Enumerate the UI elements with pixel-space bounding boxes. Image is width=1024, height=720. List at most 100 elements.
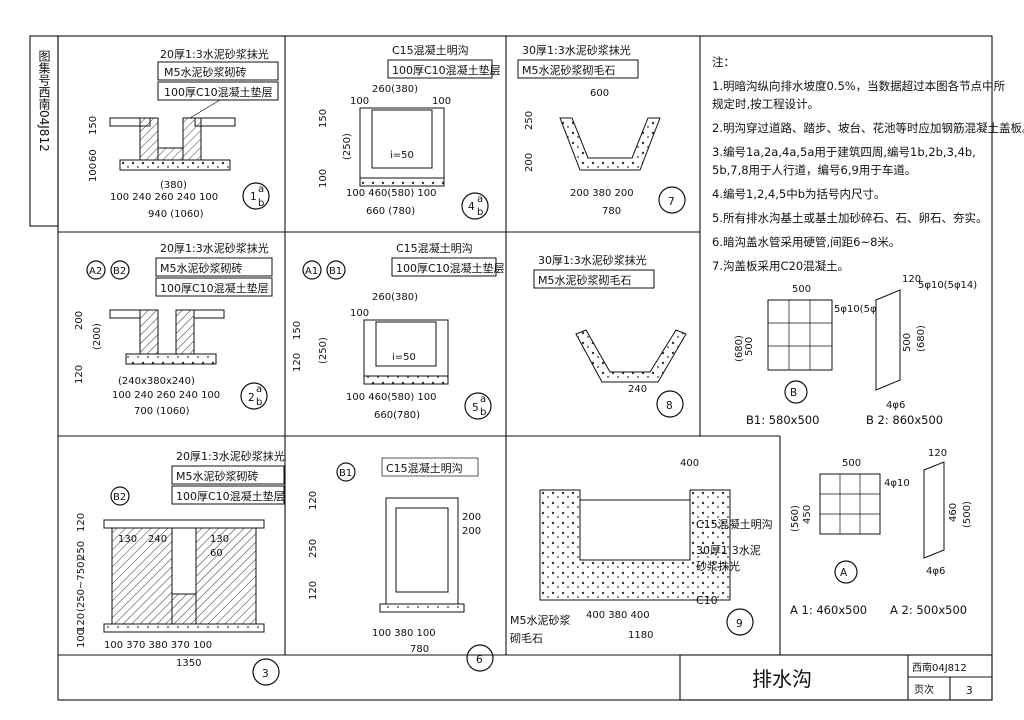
svg-text:a: a: [258, 184, 264, 195]
svg-text:a: a: [480, 394, 486, 405]
panel-6: C15混凝土明沟 B1 120 250 120 200 200 100 380 …: [308, 457, 494, 672]
svg-text:30厚1:3水泥砂浆抹光: 30厚1:3水泥砂浆抹光: [538, 253, 647, 267]
p1-dim-v3: 100: [88, 163, 99, 182]
svg-text:100: 100: [350, 96, 369, 107]
svg-text:660 (780): 660 (780): [366, 206, 415, 217]
svg-text:(560): (560): [790, 505, 801, 532]
svg-text:120: 120: [76, 613, 87, 632]
left-strip-text: 图集号西南04J812: [37, 50, 51, 152]
svg-text:150: 150: [318, 109, 329, 128]
panel-4: C15混凝土明沟 100厚C10混凝土垫层 260(380) 100 100 i…: [318, 43, 501, 220]
svg-text:500: 500: [792, 284, 811, 295]
svg-text:1180: 1180: [628, 630, 653, 641]
svg-text:130: 130: [210, 534, 229, 545]
svg-text:(240x380x240): (240x380x240): [118, 376, 195, 387]
svg-text:260(380): 260(380): [372, 292, 418, 303]
svg-text:250: 250: [308, 539, 319, 558]
panel-3: 20厚1:3水泥砂浆抹光 M5水泥砂浆砌砖 100厚C10混凝土垫层 B2 12…: [76, 449, 285, 686]
svg-text:200: 200: [462, 512, 481, 523]
svg-text:200: 200: [74, 311, 85, 330]
slab-b-detail: 500 500 (680) 5φ10(5φ14) B B1: 580x500 1…: [734, 274, 977, 427]
svg-text:150: 150: [292, 321, 303, 340]
svg-text:100 460(580) 100: 100 460(580) 100: [346, 188, 437, 199]
svg-text:A2: A2: [89, 266, 102, 277]
svg-text:130: 130: [118, 534, 137, 545]
svg-text:B: B: [790, 387, 797, 399]
svg-text:(250~750): (250~750): [76, 558, 87, 612]
svg-text:780: 780: [602, 206, 621, 217]
svg-text:砂浆抹光: 砂浆抹光: [696, 559, 740, 573]
svg-text:(250): (250): [342, 133, 353, 160]
p1-h3: 100厚C10混凝土垫层: [164, 85, 273, 99]
svg-text:4.编号1,2,4,5中b为括号内尺寸。: 4.编号1,2,4,5中b为括号内尺寸。: [712, 187, 886, 201]
svg-text:B1: B1: [339, 468, 352, 479]
svg-text:M5水泥砂浆砌砖: M5水泥砂浆砌砖: [160, 261, 243, 275]
panel-7: 30厚1:3水泥砂浆抹光 M5水泥砂浆砌毛石 600 250 200 200 3…: [517, 43, 686, 217]
svg-text:5φ10(5φ14): 5φ10(5φ14): [834, 304, 893, 315]
title-code: 西南04J812: [912, 661, 967, 674]
panel-5: C15混凝土明沟 100厚C10混凝土垫层 A1 B1 260(380) 100…: [292, 241, 505, 421]
svg-text:500: 500: [744, 337, 755, 356]
svg-text:100厚C10混凝土垫层: 100厚C10混凝土垫层: [176, 489, 285, 503]
p1-dim-b2: 100 240 260 240 100: [110, 192, 218, 203]
svg-text:700 (1060): 700 (1060): [134, 406, 190, 417]
svg-text:2.明沟穿过道路、踏步、坡台、花池等时应加钢筋混凝土盖板。: 2.明沟穿过道路、踏步、坡台、花池等时应加钢筋混凝土盖板。: [712, 121, 1024, 135]
svg-text:200: 200: [462, 526, 481, 537]
svg-text:120: 120: [308, 491, 319, 510]
svg-text:2: 2: [248, 392, 255, 404]
panel-8: 30厚1:3水泥砂浆抹光 M5水泥砂浆砌毛石 240 8: [533, 253, 687, 418]
p1-dim-v1: 150: [88, 116, 99, 135]
svg-text:b: b: [477, 207, 483, 218]
p1-dim-b1: (380): [160, 180, 187, 191]
svg-text:A: A: [840, 567, 848, 579]
svg-text:780: 780: [410, 644, 429, 655]
svg-text:B1: 580x500: B1: 580x500: [746, 413, 819, 427]
svg-text:6.暗沟盖水管采用硬管,间距6~8米。: 6.暗沟盖水管采用硬管,间距6~8米。: [712, 235, 900, 249]
svg-text:C15混凝土明沟: C15混凝土明沟: [696, 517, 773, 531]
title-page: 3: [966, 685, 973, 697]
svg-text:500: 500: [842, 458, 861, 469]
svg-text:100厚C10混凝土垫层: 100厚C10混凝土垫层: [160, 281, 269, 295]
svg-text:100: 100: [76, 629, 87, 648]
svg-text:M5水泥砂浆砌毛石: M5水泥砂浆砌毛石: [522, 63, 616, 77]
svg-text:a: a: [256, 384, 262, 395]
svg-text:100: 100: [432, 96, 451, 107]
svg-text:(680): (680): [916, 325, 927, 352]
p1-mark: 1: [250, 191, 257, 203]
p4-dim-t1: 260(380): [372, 84, 418, 95]
svg-text:C15混凝土明沟: C15混凝土明沟: [396, 241, 473, 255]
svg-text:120: 120: [308, 581, 319, 600]
svg-text:b: b: [480, 407, 486, 418]
svg-text:120: 120: [74, 365, 85, 384]
svg-text:400: 400: [680, 458, 699, 469]
svg-text:b: b: [258, 198, 264, 209]
svg-text:240: 240: [148, 534, 167, 545]
svg-text:20厚1:3水泥砂浆抹光: 20厚1:3水泥砂浆抹光: [176, 449, 285, 463]
title-name: 排水沟: [752, 667, 812, 691]
svg-text:5φ10(5φ14): 5φ10(5φ14): [918, 280, 977, 291]
svg-text:1.明暗沟纵向排水坡度0.5%，当数据超过本图各节点中所: 1.明暗沟纵向排水坡度0.5%，当数据超过本图各节点中所: [712, 79, 1006, 93]
p1-dim-v2: 60: [88, 149, 99, 162]
svg-text:C10: C10: [696, 594, 718, 607]
svg-text:4φ10: 4φ10: [884, 478, 910, 489]
svg-text:120: 120: [76, 513, 87, 532]
svg-text:100: 100: [318, 169, 329, 188]
svg-text:100 370 380 370 100: 100 370 380 370 100: [104, 640, 212, 651]
svg-text:9: 9: [736, 618, 743, 630]
svg-text:600: 600: [590, 88, 609, 99]
svg-text:200 380 200: 200 380 200: [570, 188, 634, 199]
svg-text:砌毛石: 砌毛石: [510, 632, 543, 645]
svg-text:240: 240: [628, 384, 647, 395]
svg-text:A1: A1: [305, 266, 318, 277]
p1-h2: M5水泥砂浆砌砖: [164, 65, 247, 79]
sheet-border: [57, 35, 993, 701]
svg-text:4φ6: 4φ6: [886, 400, 905, 411]
p4-h2: 100厚C10混凝土垫层: [392, 63, 501, 77]
svg-text:7: 7: [668, 196, 675, 208]
slab-a-detail: 500 450 (560) 4φ10 A A 1: 460x500 120 46…: [790, 448, 973, 617]
left-strip: [29, 35, 59, 227]
svg-text:7.沟盖板采用C20混凝土。: 7.沟盖板采用C20混凝土。: [712, 259, 849, 273]
svg-text:(500): (500): [962, 501, 973, 528]
svg-text:250: 250: [76, 541, 87, 560]
